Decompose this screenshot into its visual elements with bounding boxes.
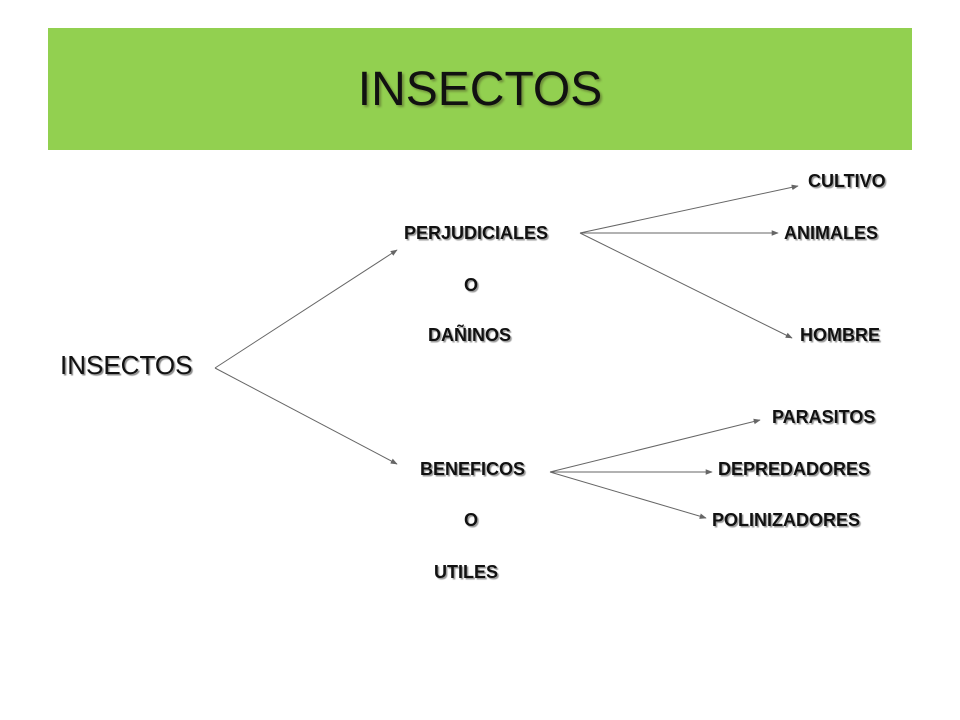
arrow-perjudiciales-to-cultivo <box>579 184 799 234</box>
arrow-beneficos-to-parasitos <box>549 418 761 473</box>
branch-perjudiciales-line-2: O <box>464 275 479 295</box>
branch-beneficos-line-3: UTILES <box>434 562 499 582</box>
arrow-beneficos-to-polinizadores <box>549 471 707 519</box>
title-banner <box>48 28 912 150</box>
root-node: INSECTOS <box>60 350 193 380</box>
page-title: INSECTOS <box>357 63 603 116</box>
branch-beneficos-line-1: BENEFICOS <box>420 459 526 479</box>
leaf-cultivo: CULTIVO <box>808 171 886 191</box>
arrow-root-to-beneficos <box>214 367 398 465</box>
leaf-animales: ANIMALES <box>784 223 878 243</box>
branch-beneficos-line-2: O <box>464 510 479 530</box>
branch-perjudiciales-line-1: PERJUDICIALES <box>404 223 549 243</box>
leaf-hombre: HOMBRE <box>800 325 880 345</box>
leaf-depredadores: DEPREDADORES <box>718 459 871 479</box>
branch-perjudiciales-line-3: DAÑINOS <box>428 325 512 345</box>
leaf-parasitos: PARASITOS <box>772 407 876 427</box>
arrow-root-to-perjudiciales <box>214 249 398 369</box>
arrow-perjudiciales-to-hombre <box>579 232 793 339</box>
leaf-polinizadores: POLINIZADORES <box>712 510 861 530</box>
